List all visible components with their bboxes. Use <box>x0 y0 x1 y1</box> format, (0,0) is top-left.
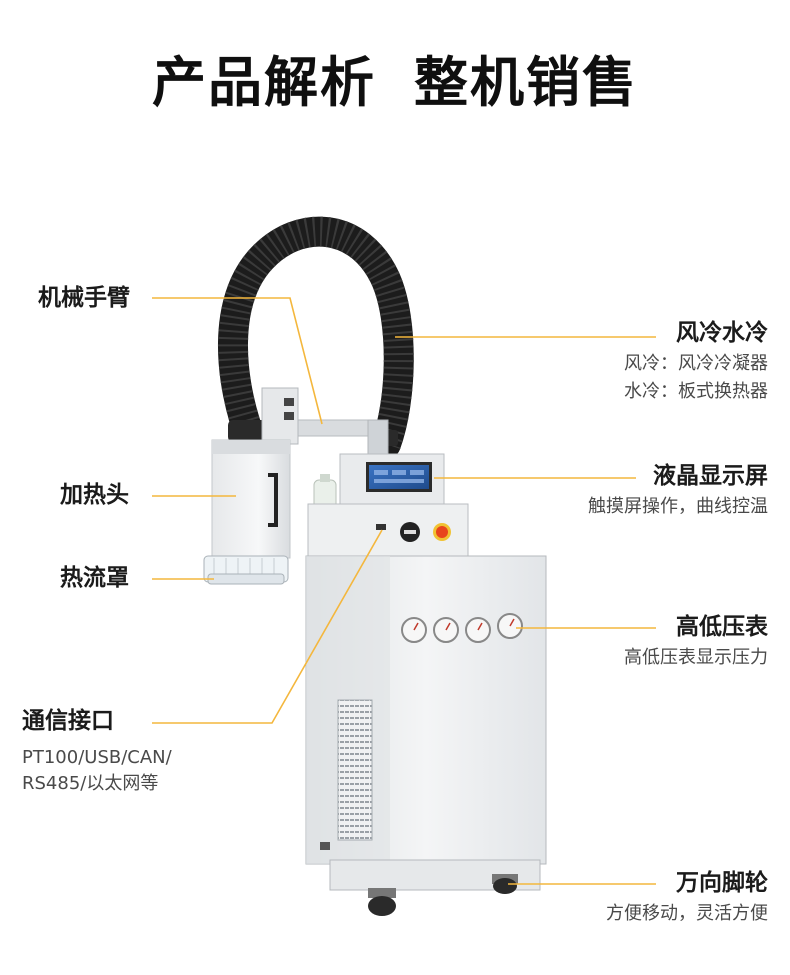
label-heating-head-title: 加热头 <box>60 482 129 508</box>
heating-head-body <box>211 439 291 559</box>
label-wheel-title: 万向脚轮 <box>676 870 768 896</box>
arm-knob-2 <box>284 412 294 420</box>
stop-button <box>436 526 448 538</box>
heating-head-handle <box>268 473 278 527</box>
hose-collar-left <box>228 420 272 442</box>
label-interface-title: 通信接口 <box>22 708 114 734</box>
interface-port <box>376 524 386 530</box>
vent-grille <box>337 699 373 841</box>
heating-head-top <box>212 440 290 454</box>
label-gauge: 高低压表 高低压表显示压力 <box>624 614 768 670</box>
label-hood-title: 热流罩 <box>60 565 129 591</box>
label-wheel: 万向脚轮 方便移动，灵活方便 <box>606 870 768 926</box>
label-interface-line1: PT100/USB/CAN/ <box>22 746 172 768</box>
label-screen-title: 液晶显示屏 <box>653 463 768 489</box>
label-cooling-title: 风冷水冷 <box>676 320 768 346</box>
label-screen-line1: 触摸屏操作，曲线控温 <box>588 495 768 517</box>
label-arm-title: 机械手臂 <box>38 285 130 311</box>
annotation-lines <box>152 297 656 885</box>
label-gauge-title: 高低压表 <box>676 614 768 640</box>
label-cooling: 风冷水冷 风冷：风冷冷凝器 水冷：板式换热器 <box>624 320 768 404</box>
label-hood: 热流罩 <box>60 565 129 593</box>
arm-knob-1 <box>284 398 294 406</box>
title-right: 整机销售 <box>414 51 638 114</box>
label-wheel-line1: 方便移动，灵活方便 <box>606 902 768 924</box>
pressure-gauges <box>401 613 523 643</box>
label-arm: 机械手臂 <box>38 285 130 313</box>
label-gauge-line1: 高低压表显示压力 <box>624 646 768 668</box>
label-screen: 液晶显示屏 触摸屏操作，曲线控温 <box>588 463 768 519</box>
caster-wheels <box>320 842 518 916</box>
label-cooling-line1: 风冷：风冷冷凝器 <box>624 352 768 374</box>
label-heating-head: 加热头 <box>60 482 129 510</box>
title-left: 产品解析 <box>152 51 376 114</box>
hose <box>218 216 414 459</box>
label-interface: 通信接口 PT100/USB/CAN/ RS485/以太网等 <box>22 708 172 796</box>
label-interface-line2: RS485/以太网等 <box>22 772 159 794</box>
hood-ring <box>207 573 285 585</box>
page-title: 产品解析整机销售 <box>0 38 790 117</box>
side-bottle-cap <box>320 474 330 482</box>
label-cooling-line2: 水冷：板式换热器 <box>624 380 768 402</box>
lcd-screen <box>369 465 429 489</box>
